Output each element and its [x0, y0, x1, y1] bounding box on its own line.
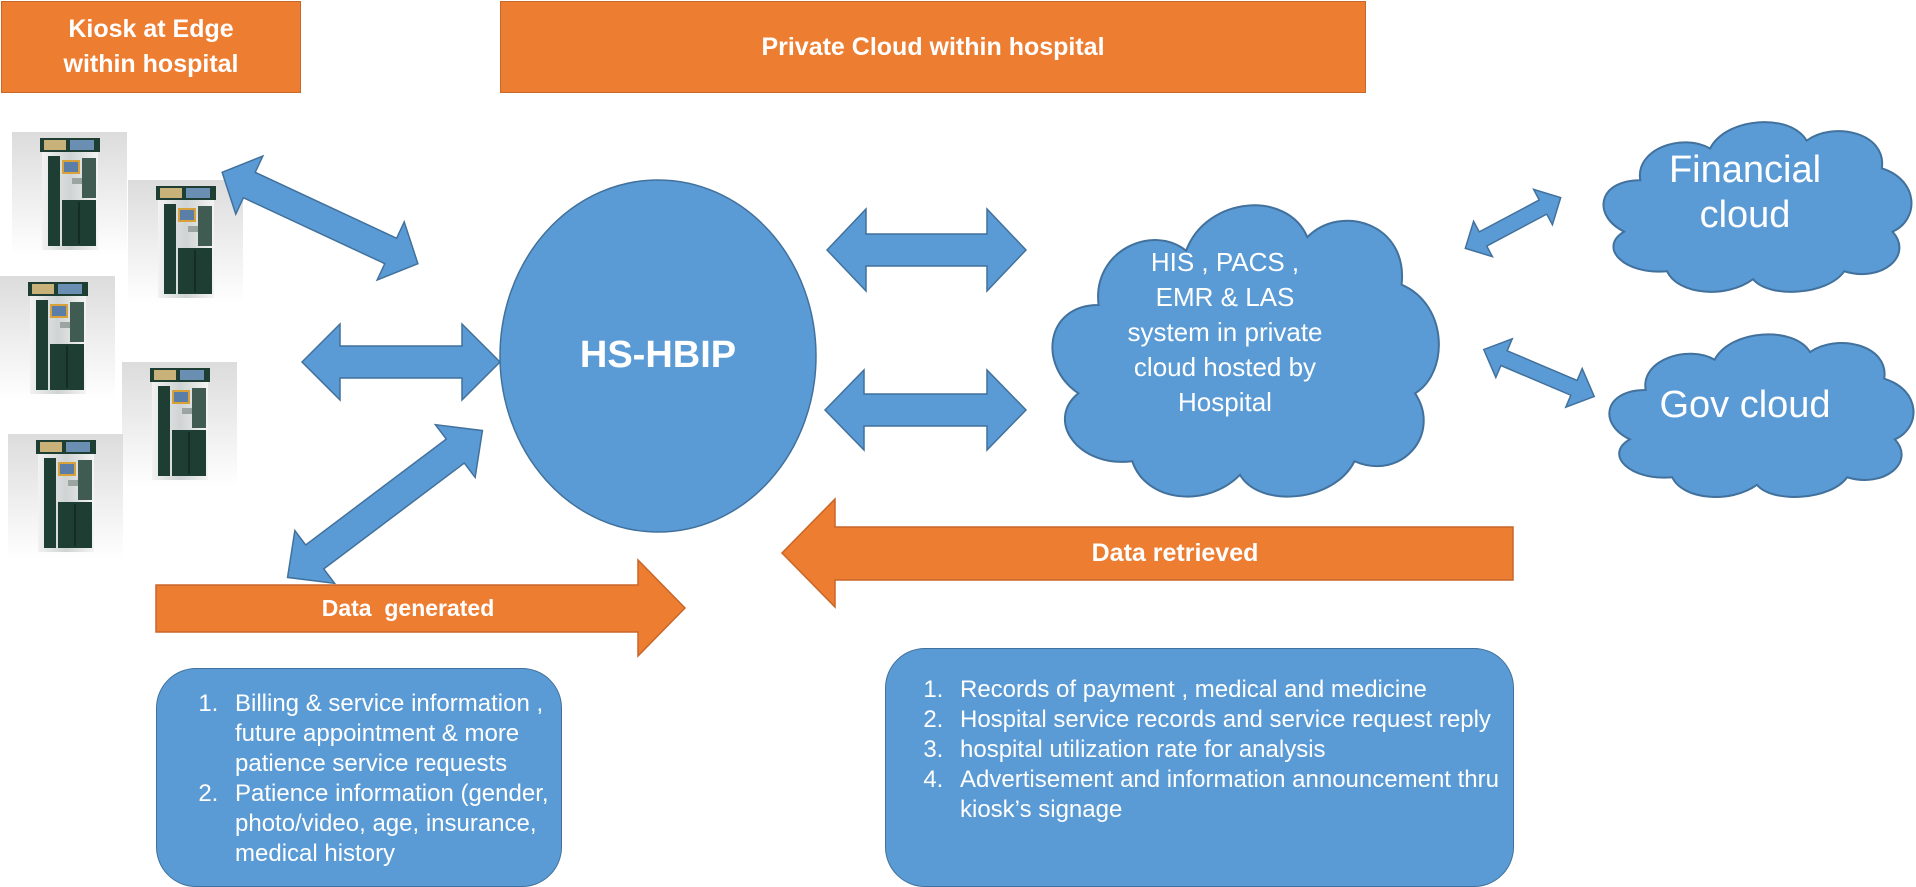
private-cloud-banner: Private Cloud within hospital [500, 1, 1366, 93]
double-arrow-icon [286, 423, 484, 585]
double-arrow-icon [1482, 337, 1596, 409]
kiosk-banner-line-2: within hospital [63, 50, 239, 78]
kiosk-banner-line-1: Kiosk at Edge [68, 15, 234, 43]
his-private-cloud [1051, 203, 1441, 498]
data-generated-arrow [155, 558, 687, 658]
gov-cloud [1608, 333, 1915, 499]
kiosk-icon [121, 361, 238, 488]
double-arrow-icon [1464, 188, 1562, 258]
hs-hbip-hub [499, 179, 817, 533]
kiosk-icon [11, 131, 128, 258]
list-item: Hospital service records and service req… [950, 705, 1503, 735]
list-item: Patience information (gender, photo/vide… [225, 779, 551, 869]
financial-cloud [1602, 121, 1913, 293]
list-item: Advertisement and information announceme… [950, 765, 1503, 825]
list-item: Billing & service information , future a… [225, 689, 551, 779]
data-retrieved-arrow [780, 497, 1514, 609]
list-item: Records of payment , medical and medicin… [950, 675, 1503, 705]
double-arrow-icon [221, 154, 419, 282]
list-item: hospital utilization rate for analysis [950, 735, 1503, 765]
generated-data-list-box: Billing & service information , future a… [156, 668, 562, 887]
kiosk-icon [127, 179, 244, 306]
double-arrow-icon [823, 368, 1028, 452]
kiosk-edge-banner: Kiosk at Edge within hospital [1, 1, 301, 93]
double-arrow-icon [825, 207, 1028, 293]
retrieved-data-list-box: Records of payment , medical and medicin… [885, 648, 1514, 887]
kiosk-icon [0, 275, 116, 402]
kiosk-icon [7, 433, 124, 560]
double-arrow-icon [300, 322, 502, 402]
